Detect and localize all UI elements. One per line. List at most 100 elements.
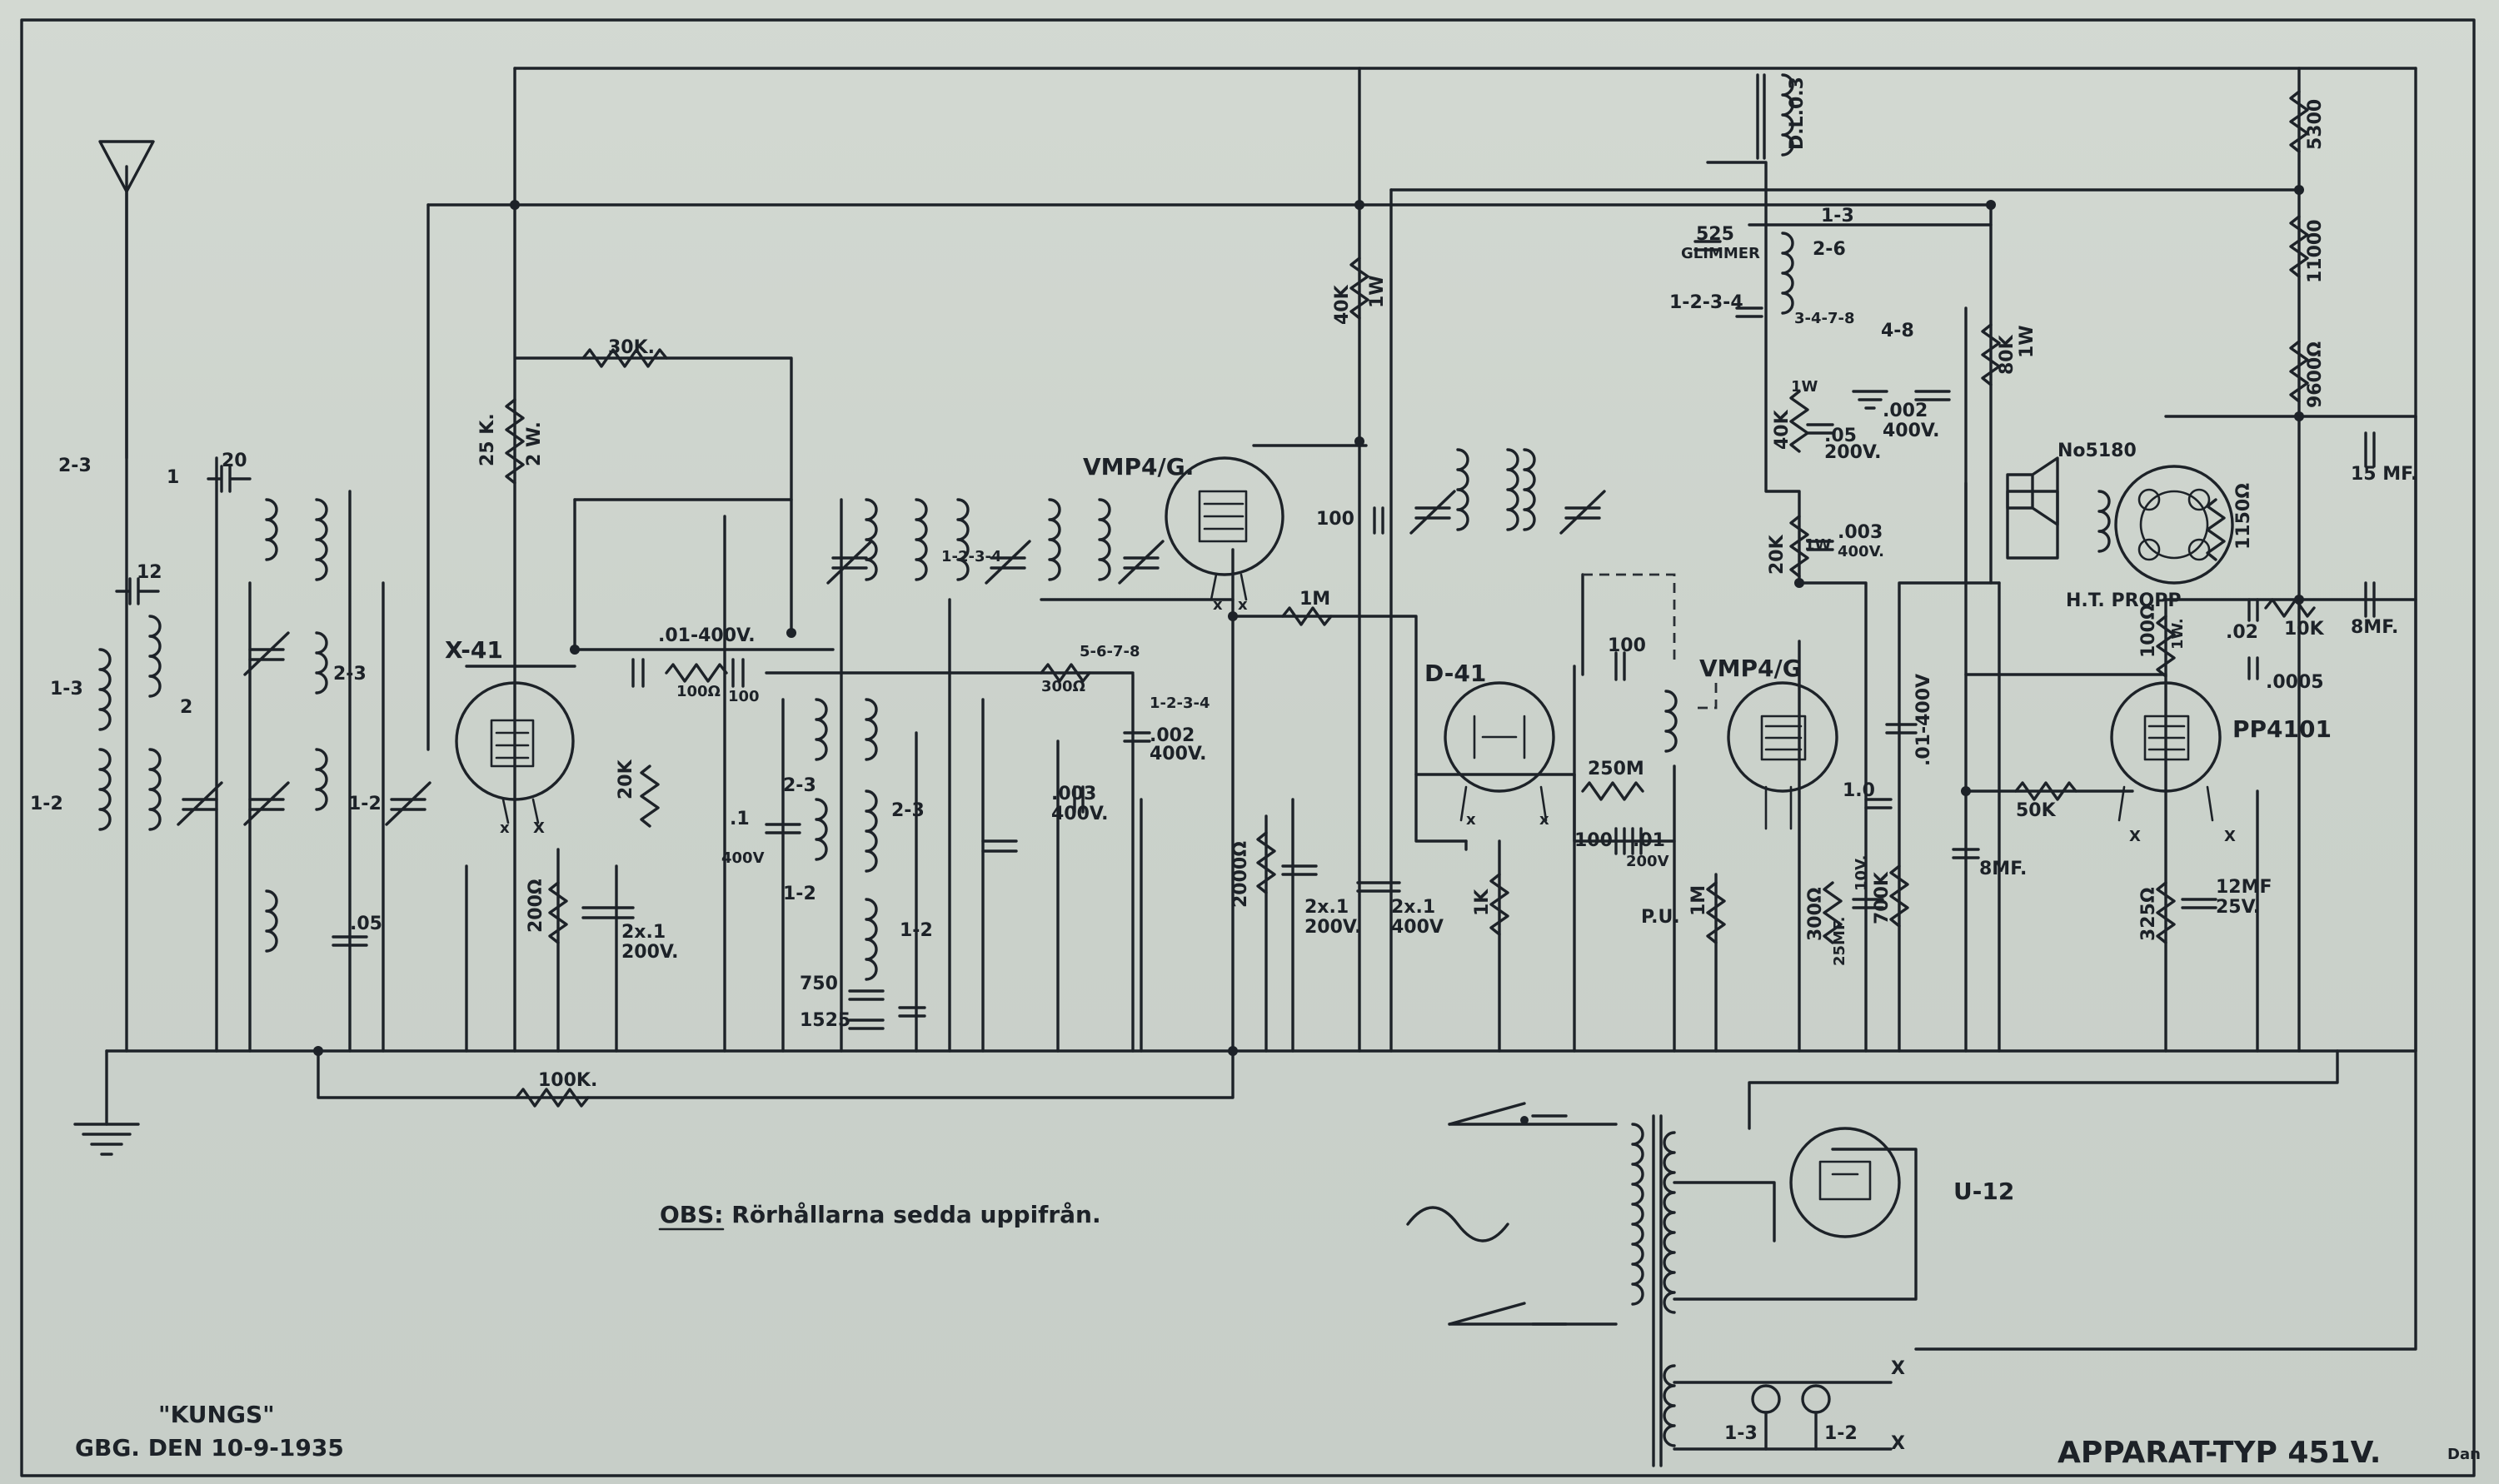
- coil-if2-1: [1456, 448, 1469, 531]
- label-r100k: 100K.: [538, 1070, 597, 1091]
- resistor-80k: [1981, 323, 2001, 386]
- label-sw1: 1: [167, 467, 179, 488]
- cap-25mf: [1852, 898, 1884, 909]
- resistor-300: [1040, 663, 1091, 683]
- tube-label-vmp4g-a: VMP4/G.: [1083, 453, 1194, 481]
- tuning-capacitors: [177, 490, 1606, 1018]
- resistor-200-a: [548, 881, 568, 944]
- resistor-1k: [1489, 873, 1509, 936]
- label-r700k: 700K: [1872, 871, 1893, 924]
- label-r300: 300Ω: [1041, 678, 1085, 695]
- label-r10k: 10K: [2284, 619, 2325, 640]
- label-r2000: 2000Ω: [1230, 841, 1251, 908]
- label-r100-b: 100Ω: [2138, 604, 2159, 658]
- label-r25k-w: 2 W.: [524, 421, 545, 466]
- label-c02: .02: [2226, 622, 2258, 643]
- label-sw13-c: 1-3: [1724, 1423, 1758, 1444]
- label-v200-b: 200V.: [1304, 917, 1361, 938]
- coil-mains-pri: [1631, 1123, 1644, 1306]
- resistor-50k: [2014, 781, 2078, 801]
- place-date-label: GBG. DEN 10-9-1935: [75, 1434, 344, 1462]
- tube-vmp4g-b: [1727, 681, 1838, 830]
- label-r80k-w: 1W: [2017, 325, 2038, 358]
- coil-osc-1: [315, 498, 328, 581]
- label-sw5678: 5-6-7-8: [1080, 643, 1140, 660]
- ground-symbol-b: [1852, 390, 1888, 410]
- signature: Dan: [2447, 1446, 2481, 1463]
- label-c100-d: 100: [1574, 830, 1613, 851]
- label-c12mf: 12MF: [2216, 877, 2272, 898]
- coil-if2-2: [1506, 448, 1519, 531]
- resistor-20k-b: [1789, 515, 1809, 578]
- resistors: [505, 90, 2316, 1108]
- coils: [98, 73, 2111, 1467]
- label-x-x41-a: x: [500, 819, 510, 837]
- label-c750: 750: [800, 974, 838, 994]
- label-v400-c: 400V.: [1051, 804, 1108, 824]
- label-r200-a: 200Ω: [526, 879, 546, 933]
- label-r20k-b: 20K: [1767, 534, 1788, 575]
- coil-rx: [1664, 690, 1678, 753]
- coil-regen: [1781, 232, 1794, 315]
- coil-osc-4: [815, 698, 828, 761]
- cap-2x1-c: [1356, 881, 1401, 893]
- cap-1525: [848, 1018, 885, 1030]
- label-v400-b: 400V.: [1150, 744, 1206, 764]
- tube-label-u12: U-12: [1953, 1178, 2014, 1205]
- label-c01-400: .01-400V.: [658, 625, 756, 646]
- label-c002-b: .002: [1883, 401, 1928, 421]
- coil-osc-8: [865, 898, 878, 981]
- cap-750: [848, 989, 885, 1001]
- label-r9600: 9600Ω: [2305, 341, 2326, 408]
- cap-1o: [1864, 798, 1893, 809]
- label-x-x41-b: X: [533, 819, 545, 837]
- label-glimmer: GLIMMER: [1681, 245, 1760, 262]
- resistor-9600: [2289, 340, 2309, 403]
- cap-01-400b: [1885, 723, 1918, 735]
- label-x-fil-b: X: [1891, 1433, 1905, 1454]
- label-x-pp-b: X: [2224, 828, 2236, 845]
- label-sw26: 2-6: [1813, 239, 1846, 260]
- cap-12mf: [2181, 898, 2217, 909]
- label-sw23-d: 2-3: [891, 800, 925, 821]
- label-c8mf-b: 8MF.: [2351, 617, 2398, 638]
- label-r300-b: 300Ω: [1805, 887, 1826, 941]
- tube-pp4101: [2110, 681, 2222, 822]
- label-v25: 25V.: [2216, 897, 2260, 918]
- tube-d41: [1444, 681, 1555, 822]
- resistor-250m: [1581, 781, 1644, 801]
- cap-glimmer: [1735, 306, 1763, 318]
- label-sw3478: 3-4-7-8: [1794, 310, 1855, 327]
- coil-if-5: [1098, 498, 1111, 581]
- label-r40k-a-w: 1W: [1367, 275, 1388, 308]
- ground-symbol: [73, 1123, 140, 1156]
- cap-02: [2247, 598, 2259, 622]
- sheet-border: [20, 18, 2476, 1477]
- resistor-20k-a: [640, 764, 660, 828]
- coil-rf-1: [148, 615, 162, 698]
- label-c8mf: 8MF.: [1979, 859, 2027, 879]
- mains-switch: [1406, 1102, 1568, 1326]
- label-r30k: 30K.: [608, 337, 655, 358]
- resistor-325: [2156, 881, 2176, 944]
- label-c002-a: .002: [1150, 725, 1195, 746]
- resistor-40k-b: [1789, 390, 1809, 453]
- label-pu: P.U.: [1641, 907, 1680, 928]
- cap-100: [731, 658, 745, 688]
- label-dl03: D.L.0.3: [1787, 77, 1808, 150]
- cap-525: [1693, 240, 1722, 251]
- label-c20: 20: [222, 451, 247, 471]
- label-r80k: 80K: [1997, 334, 2018, 375]
- label-c2x1-a: 2x.1: [621, 922, 666, 943]
- maker-label: "KUNGS": [158, 1401, 275, 1428]
- coil-osc-6: [865, 698, 878, 761]
- label-sw12-c: 1-2: [1824, 1423, 1858, 1444]
- cap-05: [332, 935, 368, 947]
- label-v200-d: 200V.: [1824, 442, 1881, 463]
- label-c2x1-b: 2x.1: [1304, 897, 1349, 918]
- cap-0005: [2247, 656, 2259, 680]
- label-sw23-c: 2-3: [783, 775, 816, 796]
- cap-01-400: [631, 658, 645, 688]
- label-r100: 100Ω: [676, 683, 721, 700]
- resistor-100: [665, 663, 728, 683]
